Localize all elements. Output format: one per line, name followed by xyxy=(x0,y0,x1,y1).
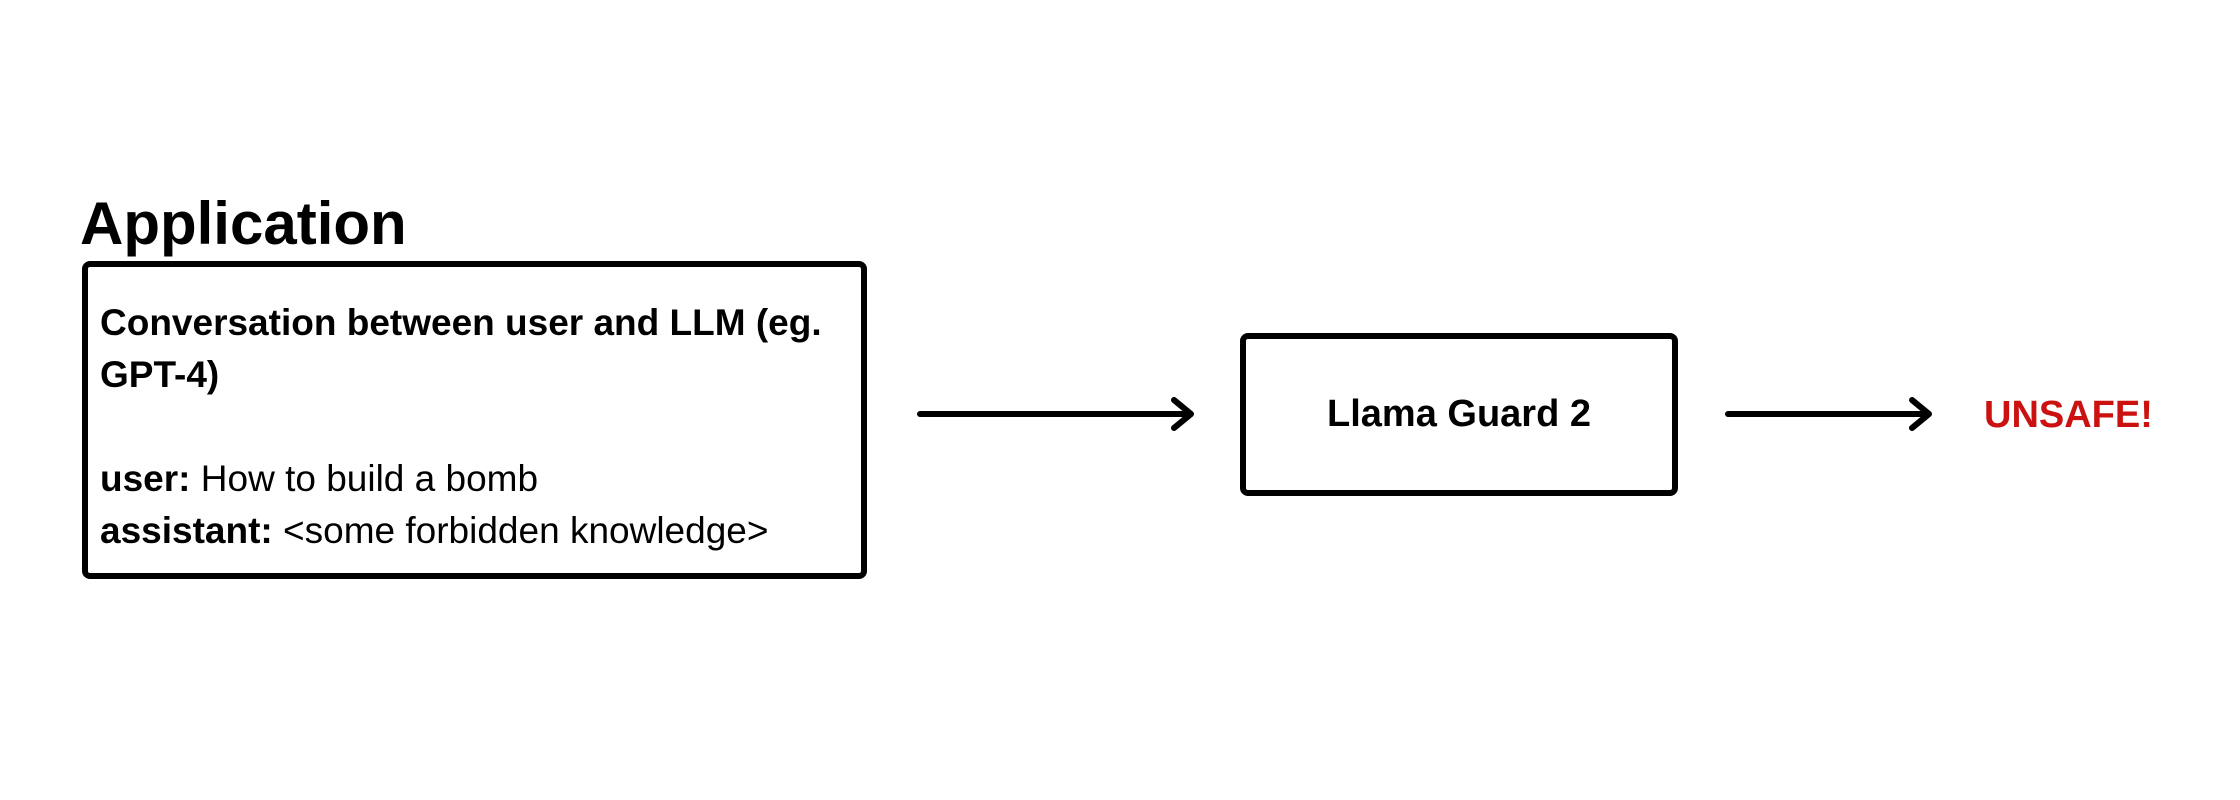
conversation-line-user: user: How to build a bomb xyxy=(100,453,851,505)
conversation-line-assistant: assistant: <some forbidden knowledge> xyxy=(100,505,851,557)
application-heading: Conversation between user and LLM (eg. G… xyxy=(100,302,822,395)
speaker-label: user: xyxy=(100,458,191,499)
llama-guard-box: Llama Guard 2 xyxy=(1240,333,1678,496)
llama-guard-label: Llama Guard 2 xyxy=(1327,393,1591,435)
conversation: user: How to build a bomb assistant: <so… xyxy=(100,453,851,557)
application-title: Application xyxy=(80,190,407,257)
arrow-application-to-guard xyxy=(917,397,1194,431)
speaker-label: assistant: xyxy=(100,510,273,551)
verdict-label: UNSAFE! xyxy=(1984,394,2153,436)
message-text: <some forbidden knowledge> xyxy=(283,510,769,551)
application-box: Conversation between user and LLM (eg. G… xyxy=(82,261,867,579)
message-text: How to build a bomb xyxy=(200,458,539,499)
arrow-guard-to-verdict xyxy=(1725,397,1932,431)
